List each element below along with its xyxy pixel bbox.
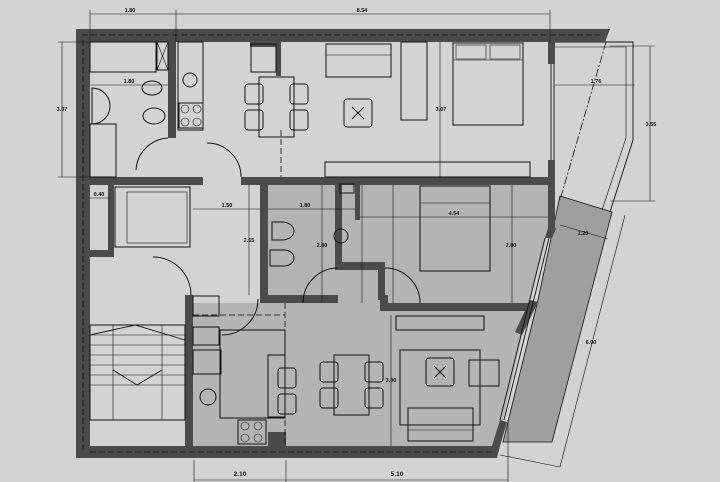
bidet-icon	[141, 80, 163, 96]
chair-icon	[277, 393, 297, 415]
window	[499, 237, 546, 421]
sofa-icon	[325, 43, 392, 78]
chair-icon	[289, 109, 309, 131]
fridge-icon	[250, 43, 277, 73]
dim-label: 1.80	[124, 79, 135, 85]
dim-label: 1.76	[591, 79, 602, 85]
chair-icon	[364, 387, 384, 409]
chair-icon	[289, 83, 309, 105]
dimension-lines	[58, 10, 655, 482]
door-swing-icon	[152, 256, 192, 296]
upper-balcony-inner	[555, 46, 627, 211]
door-swing-icon	[135, 137, 169, 171]
dim-label: 1.80	[125, 8, 136, 14]
door-swing-icon	[221, 298, 259, 336]
dim-label: 4.54	[449, 211, 461, 217]
armchair-icon	[468, 359, 500, 387]
chair-icon	[244, 83, 264, 105]
dim-label: 1.50	[222, 203, 233, 209]
cooktop-icon	[237, 419, 267, 445]
tv-unit	[395, 315, 485, 331]
roof-line	[559, 41, 607, 201]
door-swing-icon	[384, 267, 421, 304]
counter	[192, 326, 220, 346]
dim-label: 3.07	[57, 107, 68, 113]
washbasin-icon	[333, 228, 349, 244]
wardrobe	[400, 41, 428, 121]
washbasin-icon	[91, 87, 111, 125]
door-swing-icon	[302, 267, 339, 304]
door-swing-icon	[206, 142, 242, 178]
fridge-icon	[192, 295, 220, 317]
tv-unit	[324, 161, 531, 178]
bath-counter	[89, 41, 157, 73]
bidet-icon	[271, 221, 295, 241]
dim-label: 5.10	[391, 471, 404, 478]
dim-label: 1.20	[578, 231, 589, 237]
upper-unit-furniture	[89, 41, 531, 296]
dim-label: 2.10	[234, 471, 247, 478]
dim-label: 1.80	[300, 203, 311, 209]
window	[503, 237, 550, 421]
shaft-icon	[339, 183, 355, 194]
coffee-table-icon	[425, 357, 455, 387]
toilet-icon	[269, 249, 295, 267]
staircase-icon	[89, 324, 186, 421]
oven-icon	[192, 349, 222, 375]
chair-icon	[364, 361, 384, 383]
dim-label: 3.55	[646, 122, 657, 128]
sink-icon	[182, 72, 198, 88]
cooktop-icon	[178, 102, 204, 129]
dim-label: 8.54	[357, 8, 369, 14]
dim-label: 6.00	[586, 340, 597, 346]
dining-table-icon	[258, 76, 295, 138]
shaft-icon	[156, 41, 169, 71]
dim-label: 3.07	[436, 107, 447, 113]
lower-balcony	[502, 195, 613, 443]
elevator	[114, 186, 191, 248]
double-bed-icon	[419, 185, 491, 272]
dim-label: 3.00	[386, 378, 397, 384]
bar-counter	[267, 354, 286, 418]
dim-label: 2.80	[506, 243, 517, 249]
shower-tray	[89, 123, 117, 178]
lower-unit-furniture	[192, 183, 500, 445]
double-bed-icon	[452, 42, 524, 126]
chair-icon	[319, 387, 339, 409]
chair-icon	[244, 109, 264, 131]
dimension-labels: 1.80 8.54 3.07 1.80 0.40 1.50 1.80 2.55 …	[57, 8, 657, 478]
dining-table-icon	[333, 354, 370, 416]
dim-label: 0.40	[94, 192, 105, 198]
dim-label: 2.80	[317, 243, 328, 249]
toilet-icon	[142, 107, 166, 125]
kitchen-counter	[177, 41, 204, 131]
coffee-table-icon	[343, 98, 373, 128]
rug	[399, 349, 481, 426]
sink-icon	[199, 388, 217, 406]
chair-icon	[277, 367, 297, 389]
chair-icon	[319, 361, 339, 383]
sofa-icon	[407, 407, 474, 442]
dim-label: 2.55	[244, 238, 255, 244]
